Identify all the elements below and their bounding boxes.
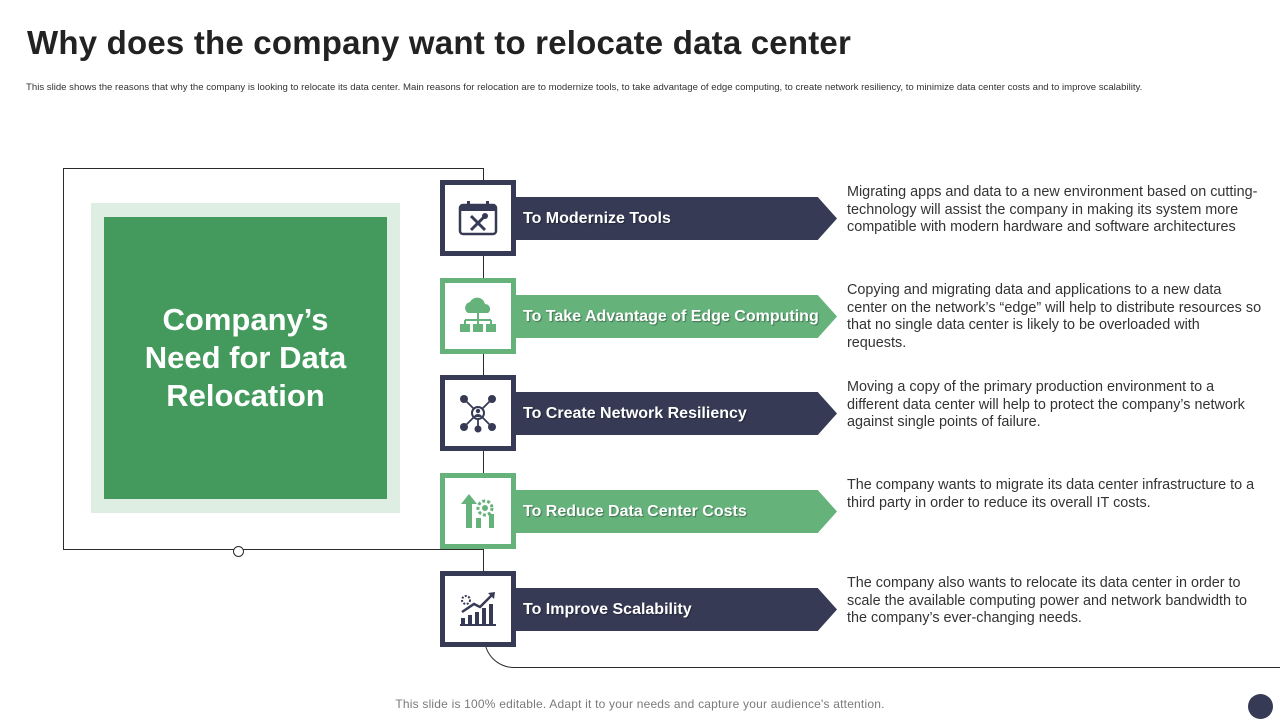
slide-subtitle: This slide shows the reasons that why th… (26, 82, 1143, 93)
frame-outline (63, 168, 483, 550)
reason-arrow: To Modernize Tools (516, 197, 837, 240)
reason-description: Moving a copy of the primary production … (847, 379, 1245, 431)
reason-arrow: To Create Network Resiliency (516, 392, 837, 435)
panel-heading: Company’s Need for Data Relocation (144, 302, 347, 413)
icon-box (440, 473, 516, 549)
reason-description: The company also wants to relocate its d… (847, 575, 1247, 627)
slide-title: Why does the company want to relocate da… (27, 24, 851, 61)
reason-arrow: To Take Advantage of Edge Computing (516, 295, 837, 338)
reason-row-reduce-costs: To Reduce Data Center Costs The company … (0, 473, 1280, 551)
cost-reduction-icon (459, 492, 497, 530)
reason-row-network-resiliency: To Create Network Resiliency Moving a co… (0, 375, 1280, 453)
tools-calendar-icon (458, 200, 498, 236)
reason-description: The company wants to migrate its data ce… (847, 477, 1255, 511)
icon-box (440, 571, 516, 647)
reason-description: Migrating apps and data to a new environ… (847, 184, 1258, 236)
icon-box (440, 375, 516, 451)
corner-decoration (1248, 694, 1273, 719)
cloud-network-icon (458, 297, 498, 335)
reason-row-edge-computing: To Take Advantage of Edge Computing Copy… (0, 278, 1280, 356)
slide-footer: This slide is 100% editable. Adapt it to… (395, 697, 885, 711)
reason-arrow: To Reduce Data Center Costs (516, 490, 837, 533)
network-hub-icon (458, 393, 498, 433)
frame-end-dot (233, 546, 244, 557)
reason-description: Copying and migrating data and applicati… (847, 282, 1262, 351)
icon-box (440, 180, 516, 256)
reason-arrow: To Improve Scalability (516, 588, 837, 631)
reason-row-scalability: To Improve Scalability The company also … (0, 571, 1280, 649)
growth-chart-icon (458, 590, 498, 628)
need-panel: Company’s Need for Data Relocation (104, 217, 387, 499)
reason-row-modernize: To Modernize Tools Migrating apps and da… (0, 180, 1280, 258)
icon-box (440, 278, 516, 354)
